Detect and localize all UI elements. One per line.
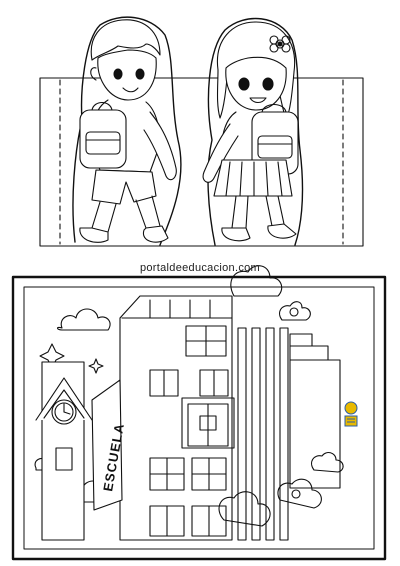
cutout-strip [39, 16, 364, 247]
school-building [35, 265, 344, 541]
boy-figure [79, 19, 177, 243]
publisher-badge-icon [344, 401, 358, 427]
girl-figure [202, 21, 299, 242]
flower-icon [269, 35, 291, 53]
site-caption: portaldeeducacion.com [139, 262, 261, 274]
school-card [11, 275, 387, 561]
